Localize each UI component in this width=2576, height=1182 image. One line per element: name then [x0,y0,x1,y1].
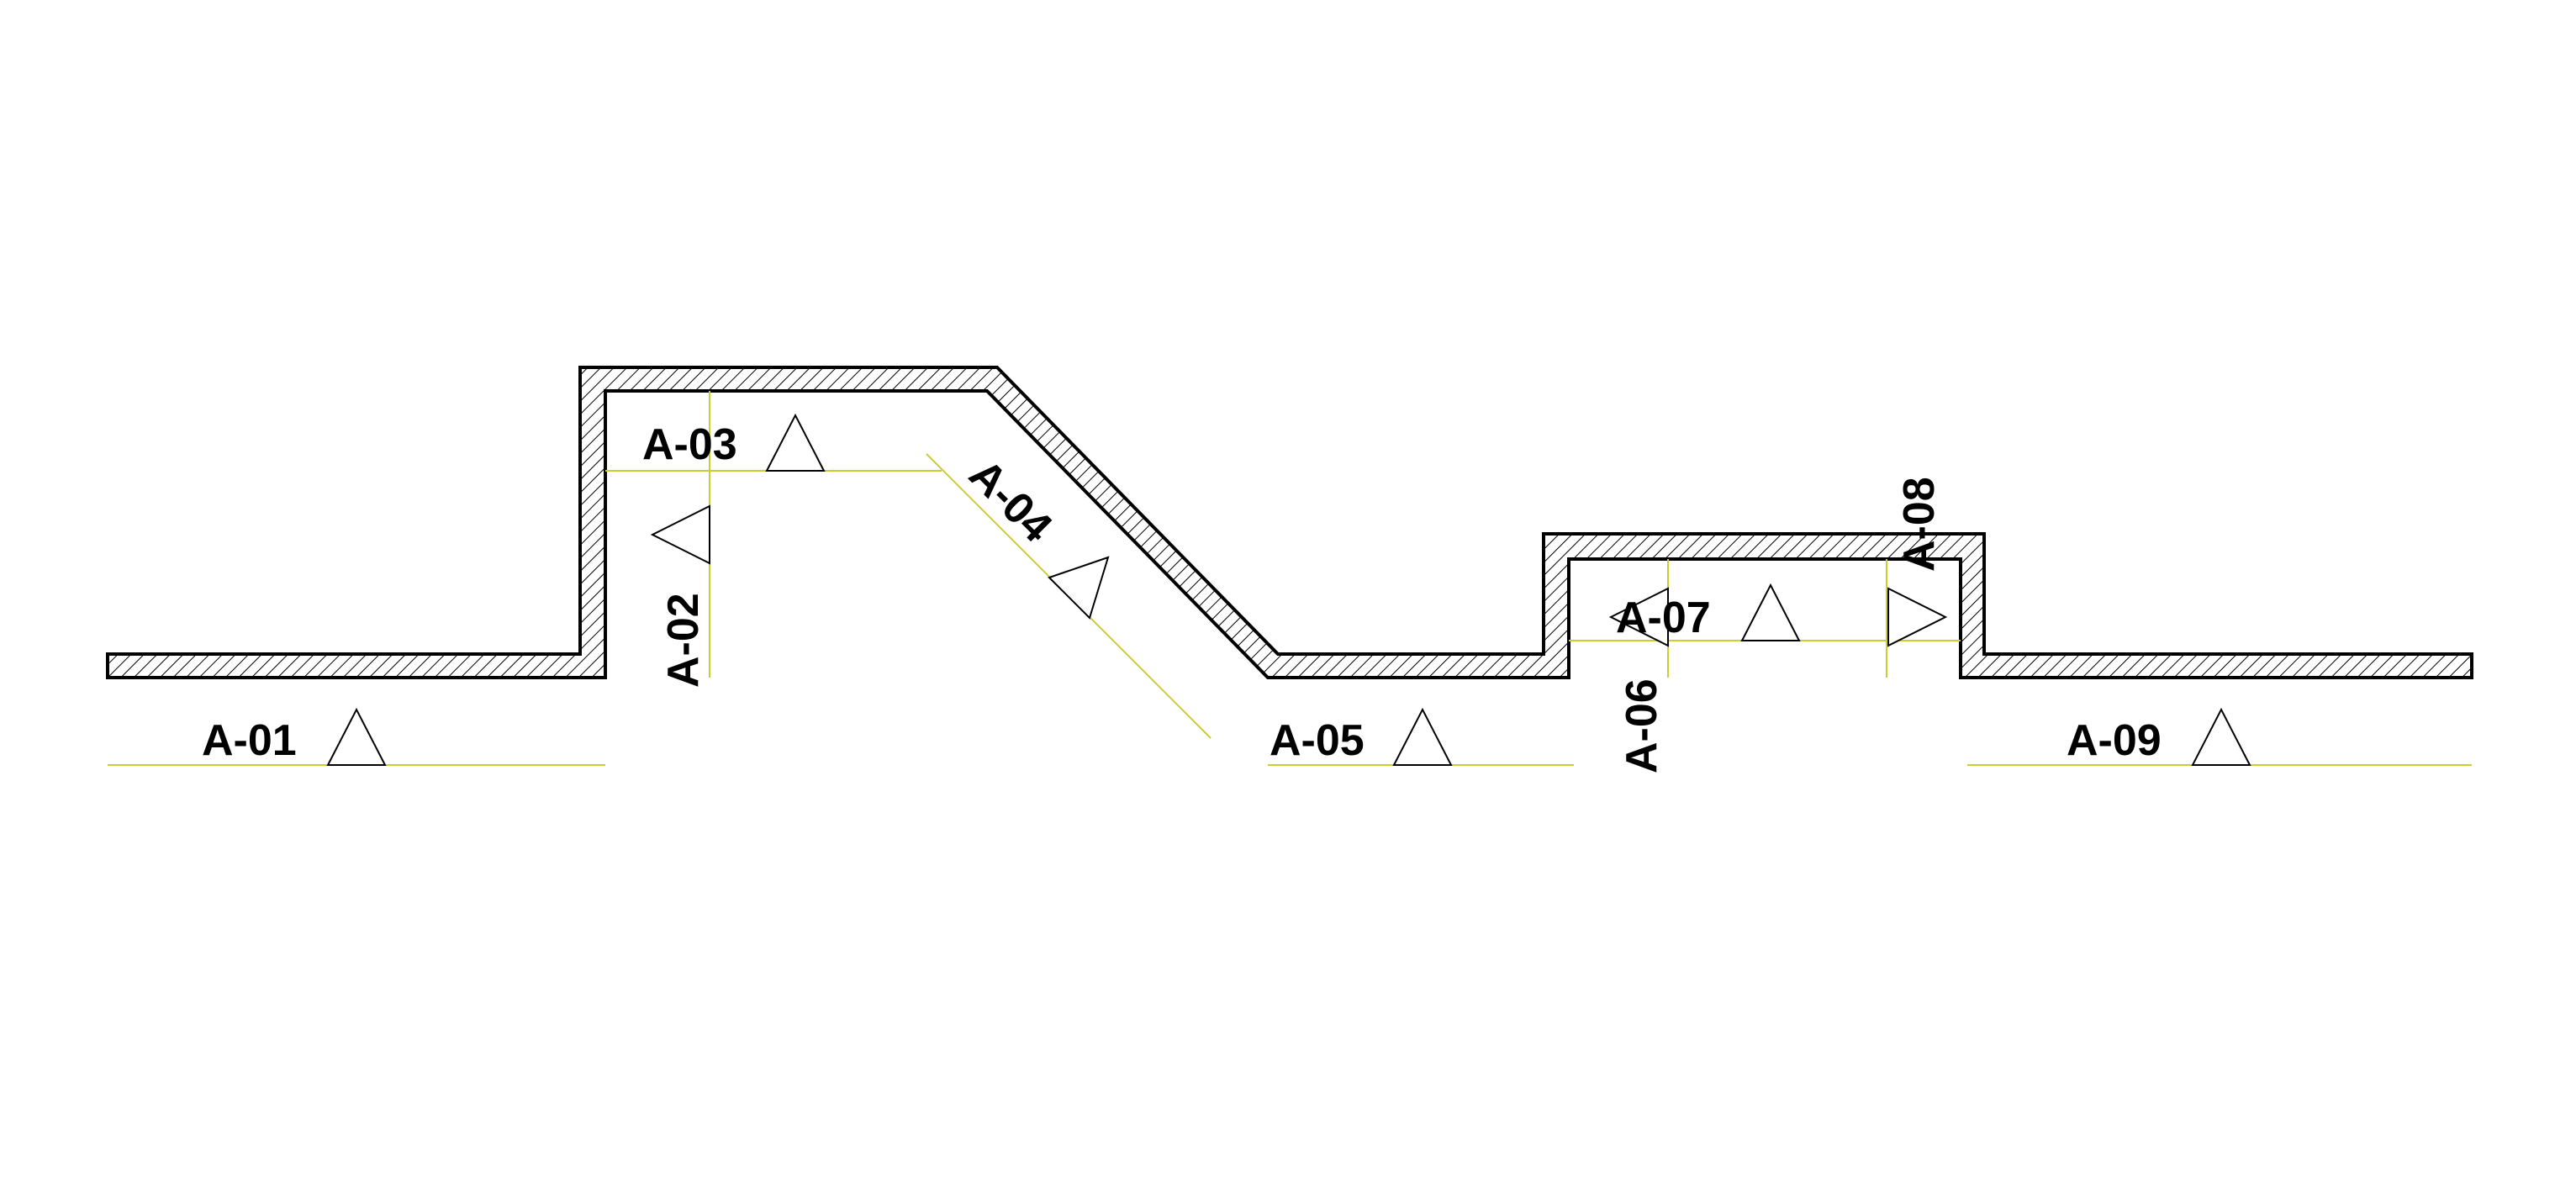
triangle-right-icon [1887,587,1948,647]
elevation-labels: A-01 A-02 A-03 A-04 A-05 A-06 A-07 A-08 … [202,420,2162,773]
triangle-up-icon [2191,707,2251,766]
triangle-left-icon [650,504,710,565]
label-a08: A-08 [1895,477,1944,572]
triangle-up-icon [1392,707,1453,766]
triangle-up-icon [326,707,387,766]
triangle-up-icon [1048,556,1110,620]
triangle-up-icon [1740,583,1801,641]
elevation-markers [326,413,2251,766]
wall-outline [106,366,2473,679]
label-a05: A-05 [1270,716,1365,765]
triangle-left-icon [1608,587,1669,647]
label-a02: A-02 [659,593,708,688]
label-a03: A-03 [642,420,737,469]
triangle-up-icon [765,413,826,472]
label-a07: A-07 [1616,594,1711,642]
label-a09: A-09 [2067,716,2162,765]
label-a06: A-06 [1618,678,1666,773]
label-a01: A-01 [202,716,297,765]
